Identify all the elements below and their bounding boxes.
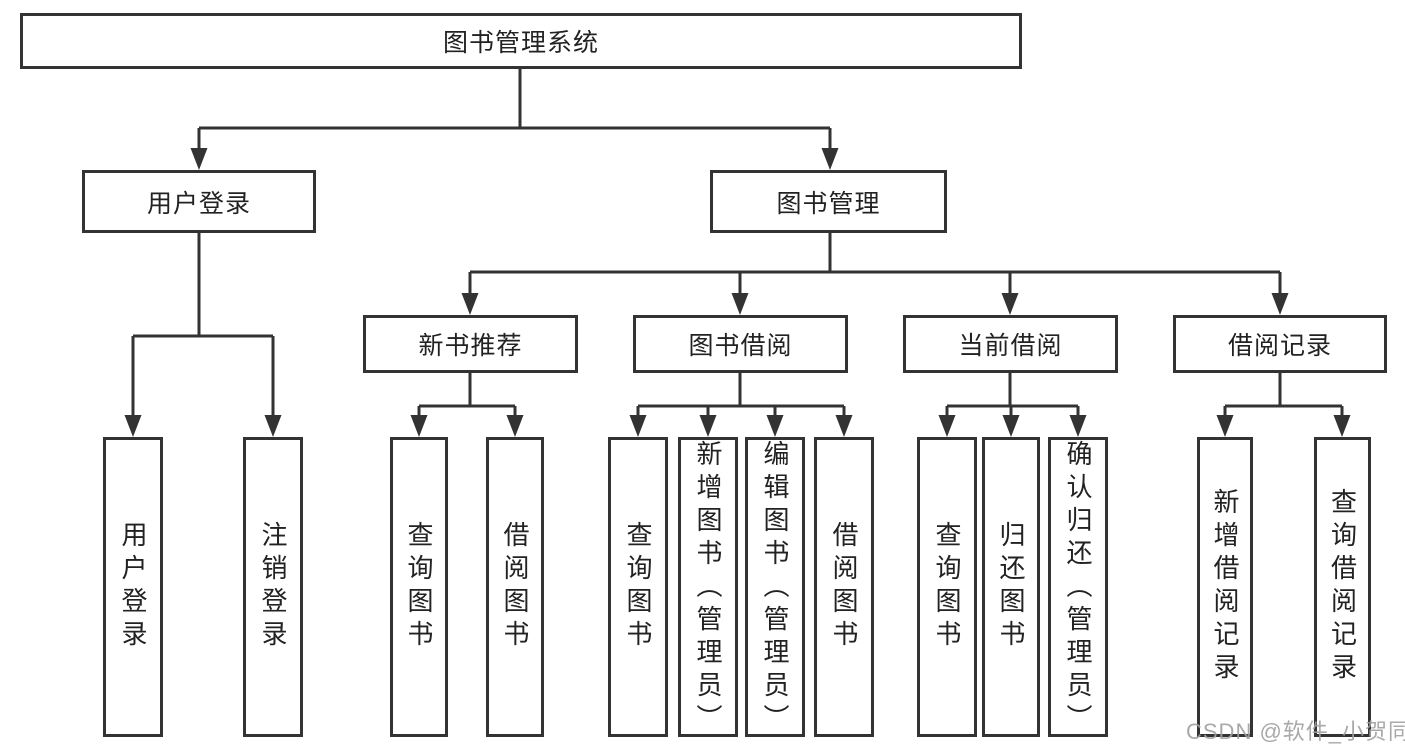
arrowhead-icon <box>766 415 784 437</box>
arrowhead-icon <box>938 415 956 437</box>
connector-borrow-to-leaves <box>636 373 846 418</box>
arrowhead-icon <box>629 415 647 437</box>
arrowhead-icon <box>1216 415 1234 437</box>
arrowhead-icon <box>190 148 208 170</box>
connector-current-to-leaves <box>945 373 1080 418</box>
node-book-management: 图书管理 <box>710 170 947 233</box>
leaf-label: 查询图书 <box>623 521 653 653</box>
arrowhead-icon <box>410 415 428 437</box>
leaf-label: 借阅图书 <box>829 521 859 653</box>
arrowhead-icon <box>731 293 749 315</box>
arrowhead-icon <box>821 148 839 170</box>
arrowhead-icon <box>461 293 479 315</box>
arrowhead-icon <box>124 415 142 437</box>
arrowhead-icon <box>264 415 282 437</box>
arrowhead-icon <box>1271 293 1289 315</box>
leaf-label: 注销登录 <box>258 521 288 653</box>
connector-root-to-level1 <box>197 69 832 152</box>
leaf-query-books-recommend: 查询图书 <box>390 437 448 737</box>
arrowhead-icon <box>1002 415 1020 437</box>
arrowhead-icon <box>1333 415 1351 437</box>
arrowhead-icon <box>835 415 853 437</box>
leaf-user-login: 用户登录 <box>103 437 163 737</box>
leaf-borrow-books: 借阅图书 <box>814 437 874 737</box>
arrowhead-icon <box>1069 415 1087 437</box>
node-current-borrowing: 当前借阅 <box>903 315 1118 373</box>
leaf-edit-books-admin: 编辑图书（管理员） <box>745 437 805 737</box>
leaf-logout: 注销登录 <box>243 437 303 737</box>
leaf-query-books-borrow: 查询图书 <box>608 437 668 737</box>
leaf-label: 查询图书 <box>404 521 434 653</box>
connector-userlogin-to-leaves <box>131 233 275 418</box>
leaf-label: 查询图书 <box>932 521 962 653</box>
leaf-add-borrow-record: 新增借阅记录 <box>1197 437 1253 737</box>
leaf-return-books: 归还图书 <box>982 437 1040 737</box>
leaf-label: 新增图书（管理员） <box>693 440 723 737</box>
leaf-label: 确认归还（管理员） <box>1063 440 1093 737</box>
connector-newbook-to-leaves <box>417 373 517 418</box>
node-new-book-recommendation: 新书推荐 <box>363 315 578 373</box>
csdn-watermark: CSDN @软件_小贺同学 <box>1186 719 1405 744</box>
leaf-label: 新增借阅记录 <box>1210 488 1240 686</box>
leaf-query-books-current: 查询图书 <box>917 437 977 737</box>
leaf-label: 用户登录 <box>118 521 148 653</box>
node-user-login: 用户登录 <box>82 170 316 233</box>
leaf-confirm-return-admin: 确认归还（管理员） <box>1048 437 1108 737</box>
arrowhead-icon <box>699 415 717 437</box>
connector-records-to-leaves <box>1223 373 1344 418</box>
leaf-label: 归还图书 <box>996 521 1026 653</box>
leaf-add-books-admin: 新增图书（管理员） <box>678 437 738 737</box>
node-root-library-system: 图书管理系统 <box>20 13 1022 69</box>
node-borrowing-records: 借阅记录 <box>1173 315 1387 373</box>
leaf-label: 借阅图书 <box>500 521 530 653</box>
leaf-label: 查询借阅记录 <box>1327 488 1358 686</box>
leaf-borrow-books-recommend: 借阅图书 <box>486 437 544 737</box>
leaf-query-borrow-record: 查询借阅记录 <box>1314 437 1371 737</box>
arrowhead-icon <box>1001 293 1019 315</box>
connector-bookmgmt-to-level2 <box>468 233 1282 296</box>
arrowhead-icon <box>506 415 524 437</box>
leaf-label: 编辑图书（管理员） <box>760 440 790 737</box>
node-book-borrowing: 图书借阅 <box>633 315 848 373</box>
